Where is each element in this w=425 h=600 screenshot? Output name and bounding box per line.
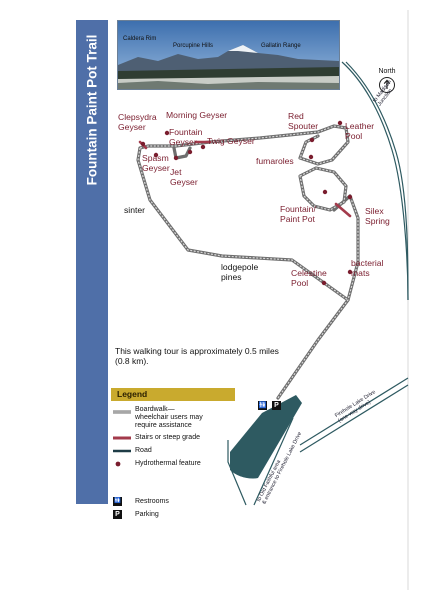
dot-jet xyxy=(173,155,179,161)
dot-bacterial xyxy=(347,269,353,275)
photo-label-gallatin-range: Gallatin Range xyxy=(261,43,301,49)
label-twig-geyser: Twig Geyser xyxy=(207,136,255,146)
panorama-photo: Caldera Rim Porcupine Hills Gallatin Ran… xyxy=(117,20,340,90)
dot-morning xyxy=(164,130,170,136)
old-faithful-road xyxy=(227,440,247,506)
legend-swatch-hydrothermal xyxy=(115,461,121,467)
label-fumaroles: fumaroles xyxy=(256,156,294,166)
old-faithful-road-edge xyxy=(253,417,294,506)
firehole-drive xyxy=(299,377,409,446)
label-clepsydra-geyser: Clepsydra Geyser xyxy=(118,112,157,132)
dot-spasm xyxy=(153,152,159,158)
label-red-spouter: Red Spouter xyxy=(288,111,319,131)
tour-length-note: This walking tour is approximately 0.5 m… xyxy=(115,346,279,366)
title-band: Fountain Paint Pot Trail xyxy=(76,20,108,504)
dot-red-spouter xyxy=(309,137,315,143)
photo-label-porcupine-hills: Porcupine Hills xyxy=(173,43,214,49)
label-bacterial-mats: bacterial mats xyxy=(351,258,384,278)
legend-restrooms-icon: 🚻 xyxy=(113,497,122,506)
label-fountain-geyser: Fountain Geyser xyxy=(169,127,203,147)
dot-clepsydra xyxy=(140,141,146,147)
dot-leather xyxy=(337,120,343,126)
north-arrow: North xyxy=(373,68,401,93)
boardwalk-centerline xyxy=(137,125,359,399)
legend-hydrothermal: Hydrothermal feature xyxy=(135,460,201,467)
legend-parking-icon: P xyxy=(113,510,122,519)
photo-label-caldera-rim: Caldera Rim xyxy=(123,36,157,42)
legend-heading: Legend xyxy=(111,388,235,401)
parking-icon: P xyxy=(272,401,281,410)
parking-lot xyxy=(230,395,302,479)
label-morning-geyser: Morning Geyser xyxy=(166,110,228,120)
legend-stairs: Stairs or steep grade xyxy=(135,434,200,441)
highway-road-edge xyxy=(345,61,409,301)
dot-silex xyxy=(347,194,353,200)
label-jet-geyser: Jet Geyser xyxy=(170,167,198,187)
label-fountain-paint-pot: Fountain/ Paint Pot xyxy=(280,204,316,224)
label-spasm-geyser: Spasm Geyser xyxy=(142,153,170,173)
dot-fountain-geyser xyxy=(200,144,206,150)
highway-road xyxy=(341,61,409,301)
panorama-image xyxy=(118,21,339,89)
legend-restrooms: Restrooms xyxy=(135,498,169,505)
north-arrow-icon xyxy=(379,77,395,93)
firehole-drive-edge xyxy=(299,384,409,453)
legend-road: Road xyxy=(135,447,152,454)
dot-celestine xyxy=(321,280,327,286)
page-title: Fountain Paint Pot Trail xyxy=(84,34,100,186)
hydrothermal-dots xyxy=(140,120,353,286)
dot-paint-pot xyxy=(322,189,328,195)
restrooms-icon: 🚻 xyxy=(258,401,267,410)
dot-fumaroles xyxy=(308,154,314,160)
label-lodgepole-pines: lodgepole pines xyxy=(221,262,259,282)
legend-boardwalk: Boardwalk— wheelchair users may require … xyxy=(135,406,203,429)
label-leather-pool: Leather Pool xyxy=(345,121,375,141)
label-silex-spring: Silex Spring xyxy=(365,206,390,226)
label-sinter: sinter xyxy=(124,205,146,215)
dot-twig xyxy=(187,149,193,155)
legend-parking: Parking xyxy=(135,511,159,518)
north-label: North xyxy=(378,68,396,75)
label-celestine-pool: Celestine Pool xyxy=(291,268,327,288)
